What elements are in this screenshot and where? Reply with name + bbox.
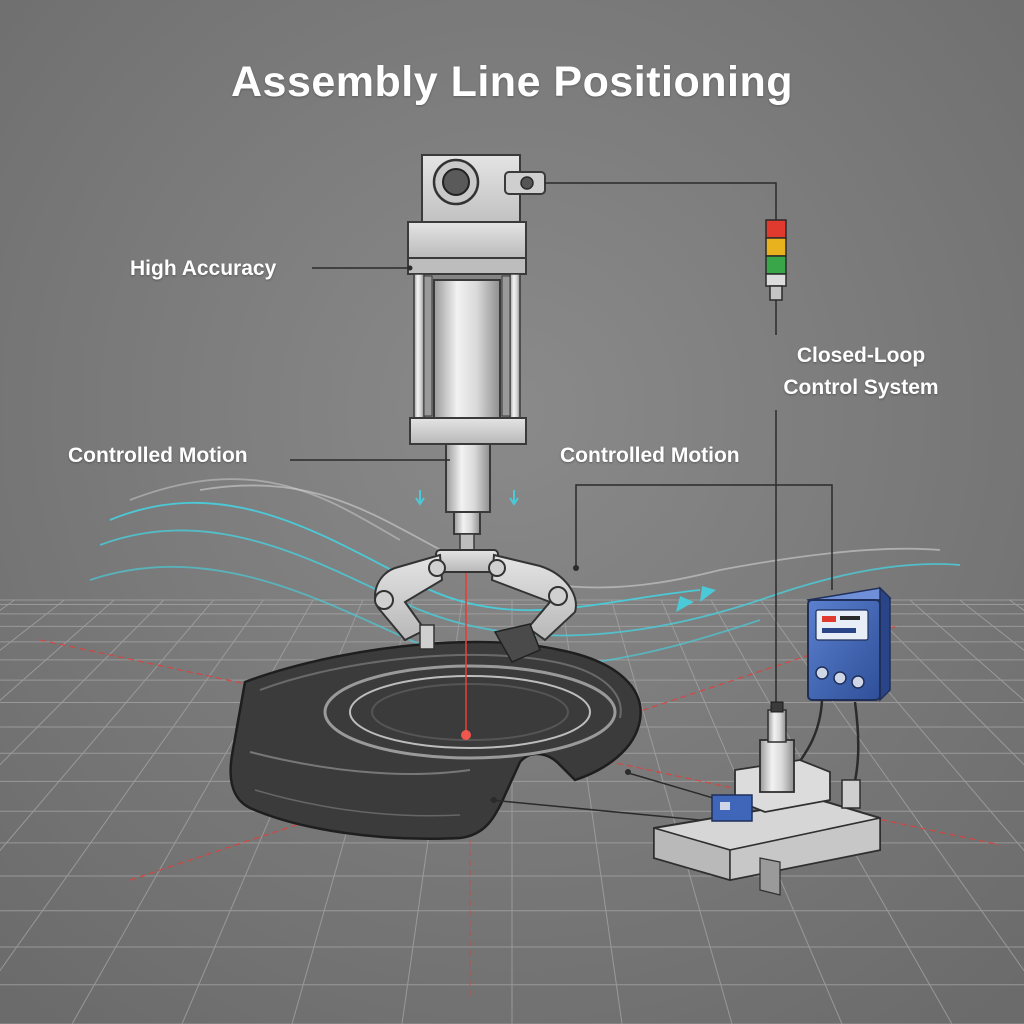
label-controlled-motion-right: Controlled Motion bbox=[560, 444, 740, 467]
grid-line bbox=[0, 599, 115, 701]
control-box-icon bbox=[806, 586, 892, 702]
stack-light-icon bbox=[765, 219, 787, 301]
label-high-accuracy: High Accuracy bbox=[130, 257, 277, 280]
robotic-gripper-icon bbox=[374, 549, 577, 663]
grid-line bbox=[0, 599, 214, 852]
laser-target-spot bbox=[461, 730, 471, 740]
leader-dot bbox=[407, 265, 413, 271]
grid-line bbox=[859, 599, 1024, 766]
page-title: Assembly Line Positioning bbox=[230, 58, 794, 106]
grid-line bbox=[0, 599, 165, 766]
label-closed-loop-line1: Closed-Loop bbox=[796, 344, 926, 367]
motion-arrows bbox=[415, 490, 519, 506]
grid-line bbox=[0, 599, 264, 972]
flow-arrow-1 bbox=[676, 596, 694, 612]
position-sensor-base-icon bbox=[491, 701, 881, 896]
flow-arrow-2 bbox=[700, 586, 716, 602]
grid-line bbox=[909, 599, 1024, 701]
linear-actuator-icon bbox=[407, 154, 546, 551]
label-closed-loop-control-system: Closed-Loop Control System bbox=[766, 340, 956, 404]
label-closed-loop-line2: Control System bbox=[783, 376, 939, 399]
grid-line bbox=[611, 599, 733, 1024]
signal-wires bbox=[290, 182, 833, 823]
label-controlled-motion-left: Controlled Motion bbox=[68, 444, 248, 467]
grid-line bbox=[71, 599, 314, 1024]
leader-dot bbox=[573, 565, 579, 571]
